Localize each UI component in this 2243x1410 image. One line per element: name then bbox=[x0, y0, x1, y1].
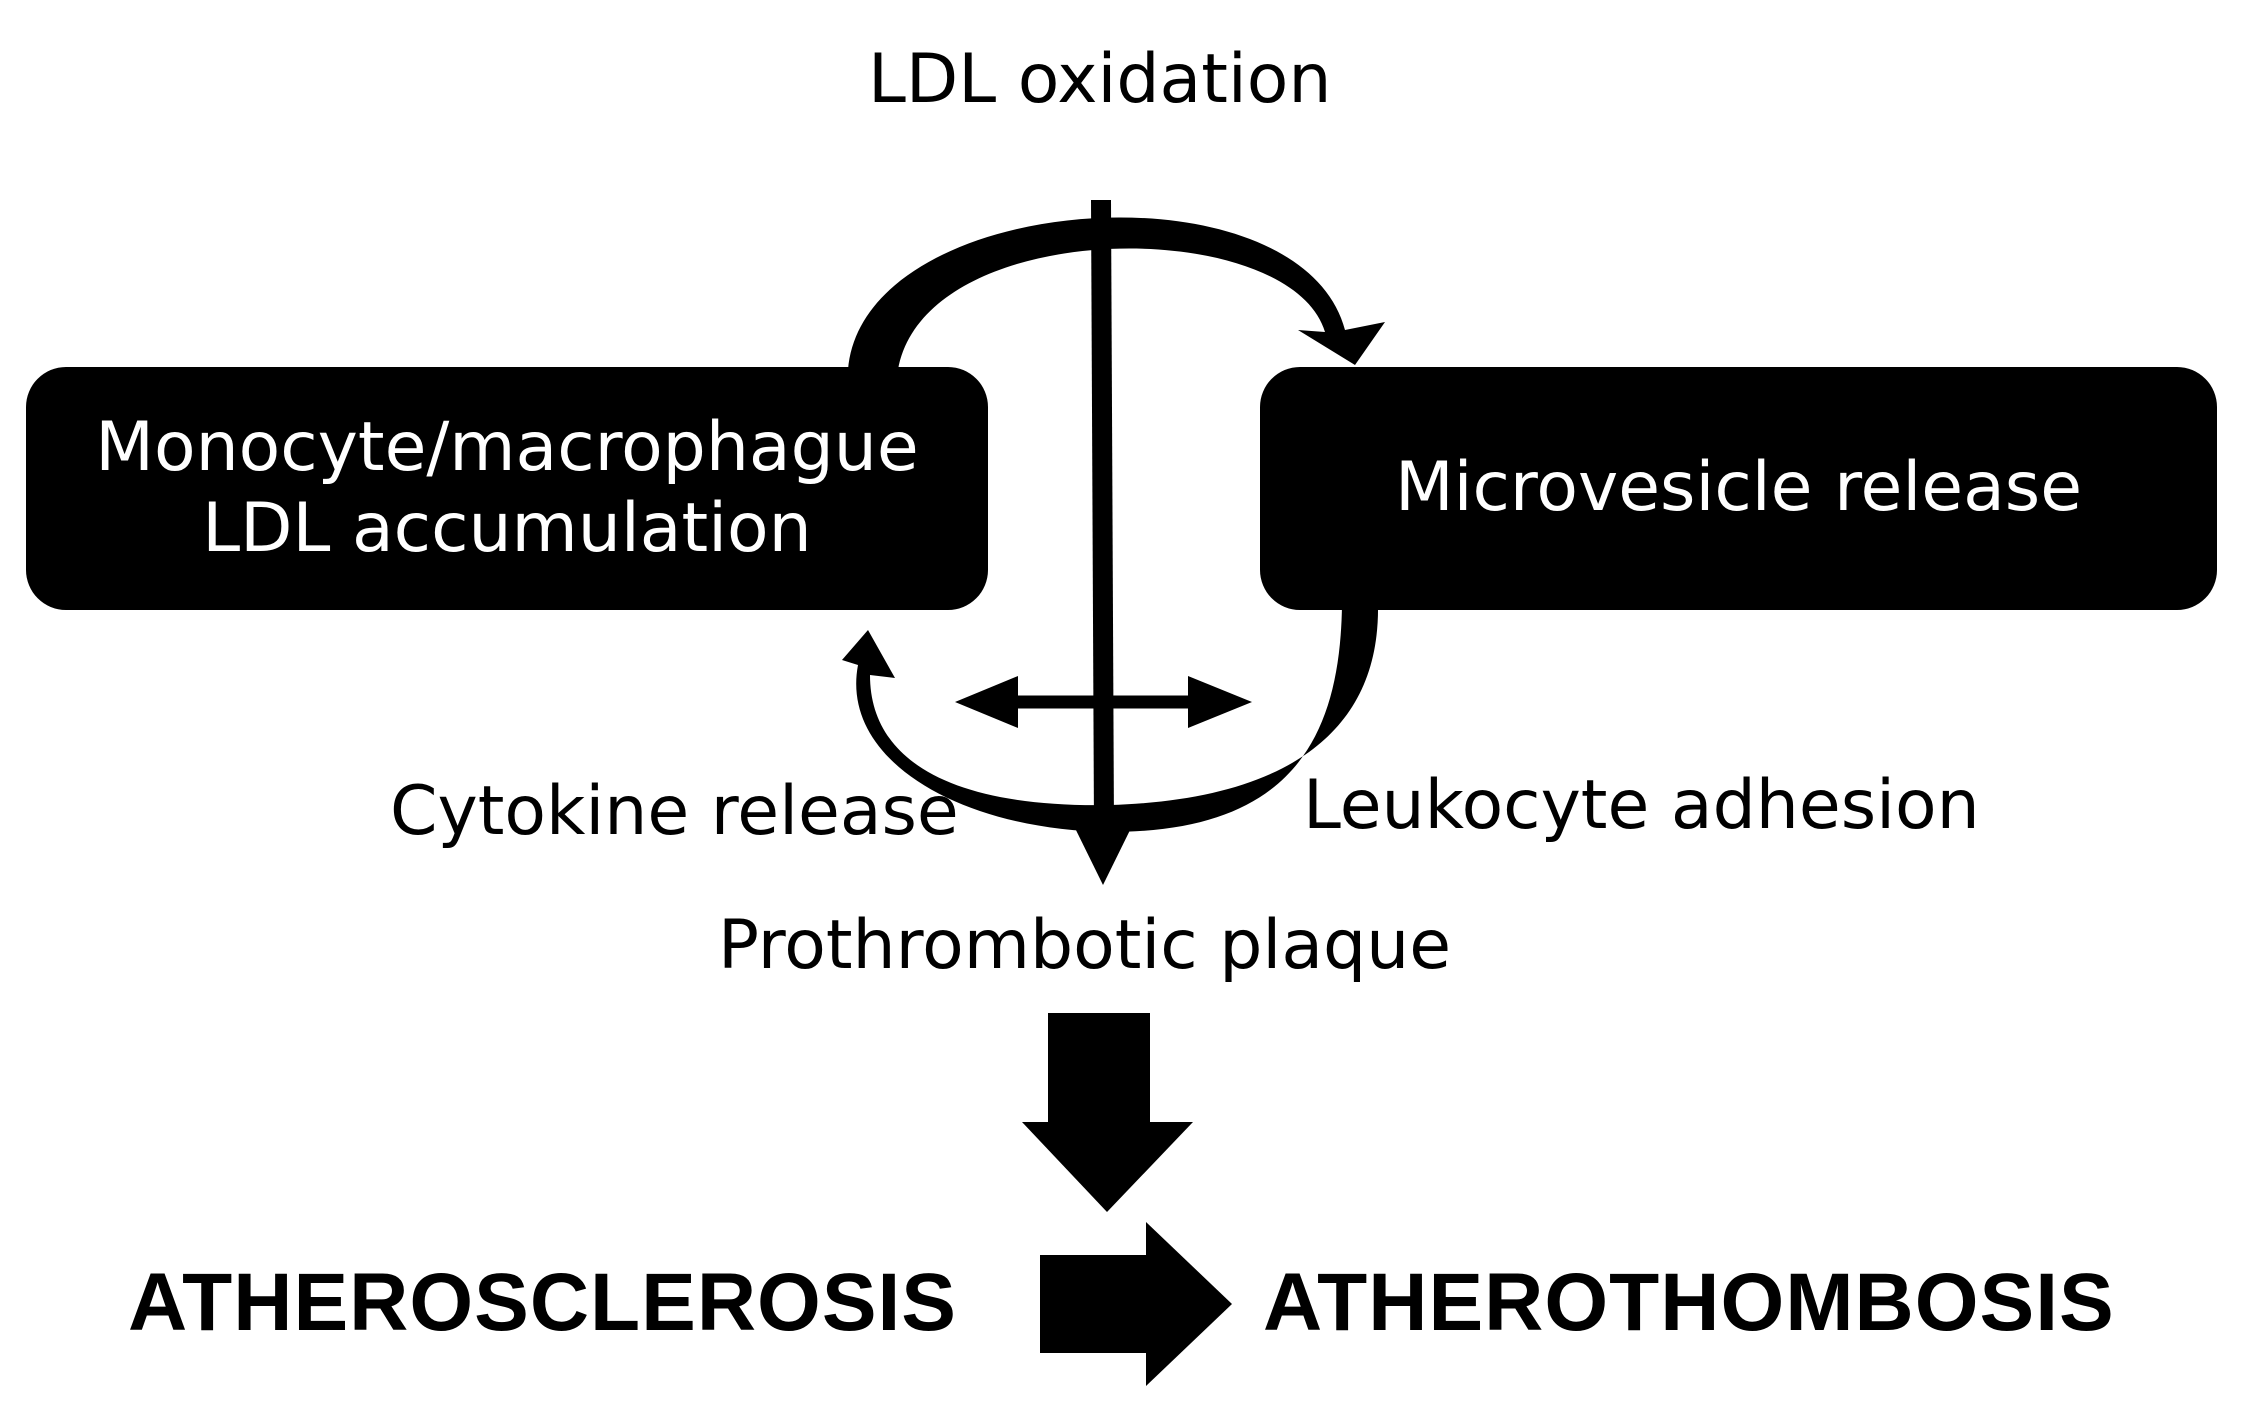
double-arrow-left-head bbox=[955, 676, 1018, 728]
microvesicle-box-text: Microvesicle release bbox=[1394, 448, 2083, 528]
thick-right-arrow-head bbox=[1146, 1222, 1232, 1386]
double-arrow-right-head bbox=[1188, 676, 1252, 728]
top-curved-arrow bbox=[848, 217, 1385, 370]
vertical-arrow-shaft bbox=[1091, 199, 1114, 831]
atherothrombosis-label: ATHEROTHOMBOSIS bbox=[1263, 1257, 2115, 1348]
leukocyte-adhesion-label: Leukocyte adhesion bbox=[1303, 766, 1980, 845]
cytokine-release-label: Cytokine release bbox=[390, 772, 959, 851]
monocyte-box-line2: LDL accumulation bbox=[202, 488, 812, 568]
vertical-arrow-head bbox=[1072, 822, 1134, 885]
atherosclerosis-label: ATHEROSCLEROSIS bbox=[128, 1257, 957, 1348]
thick-down-arrow-shaft bbox=[1048, 1013, 1150, 1125]
monocyte-box-line1: Monocyte/macrophague bbox=[95, 408, 919, 488]
thick-down-arrow-head bbox=[1022, 1122, 1193, 1212]
ldl-oxidation-label: LDL oxidation bbox=[868, 40, 1332, 119]
microvesicle-release-box: Microvesicle release bbox=[1260, 367, 2217, 610]
monocyte-macrophage-box: Monocyte/macrophague LDL accumulation bbox=[26, 367, 988, 610]
prothrombotic-plaque-label: Prothrombotic plaque bbox=[718, 906, 1452, 985]
thick-right-arrow-shaft bbox=[1040, 1255, 1150, 1353]
